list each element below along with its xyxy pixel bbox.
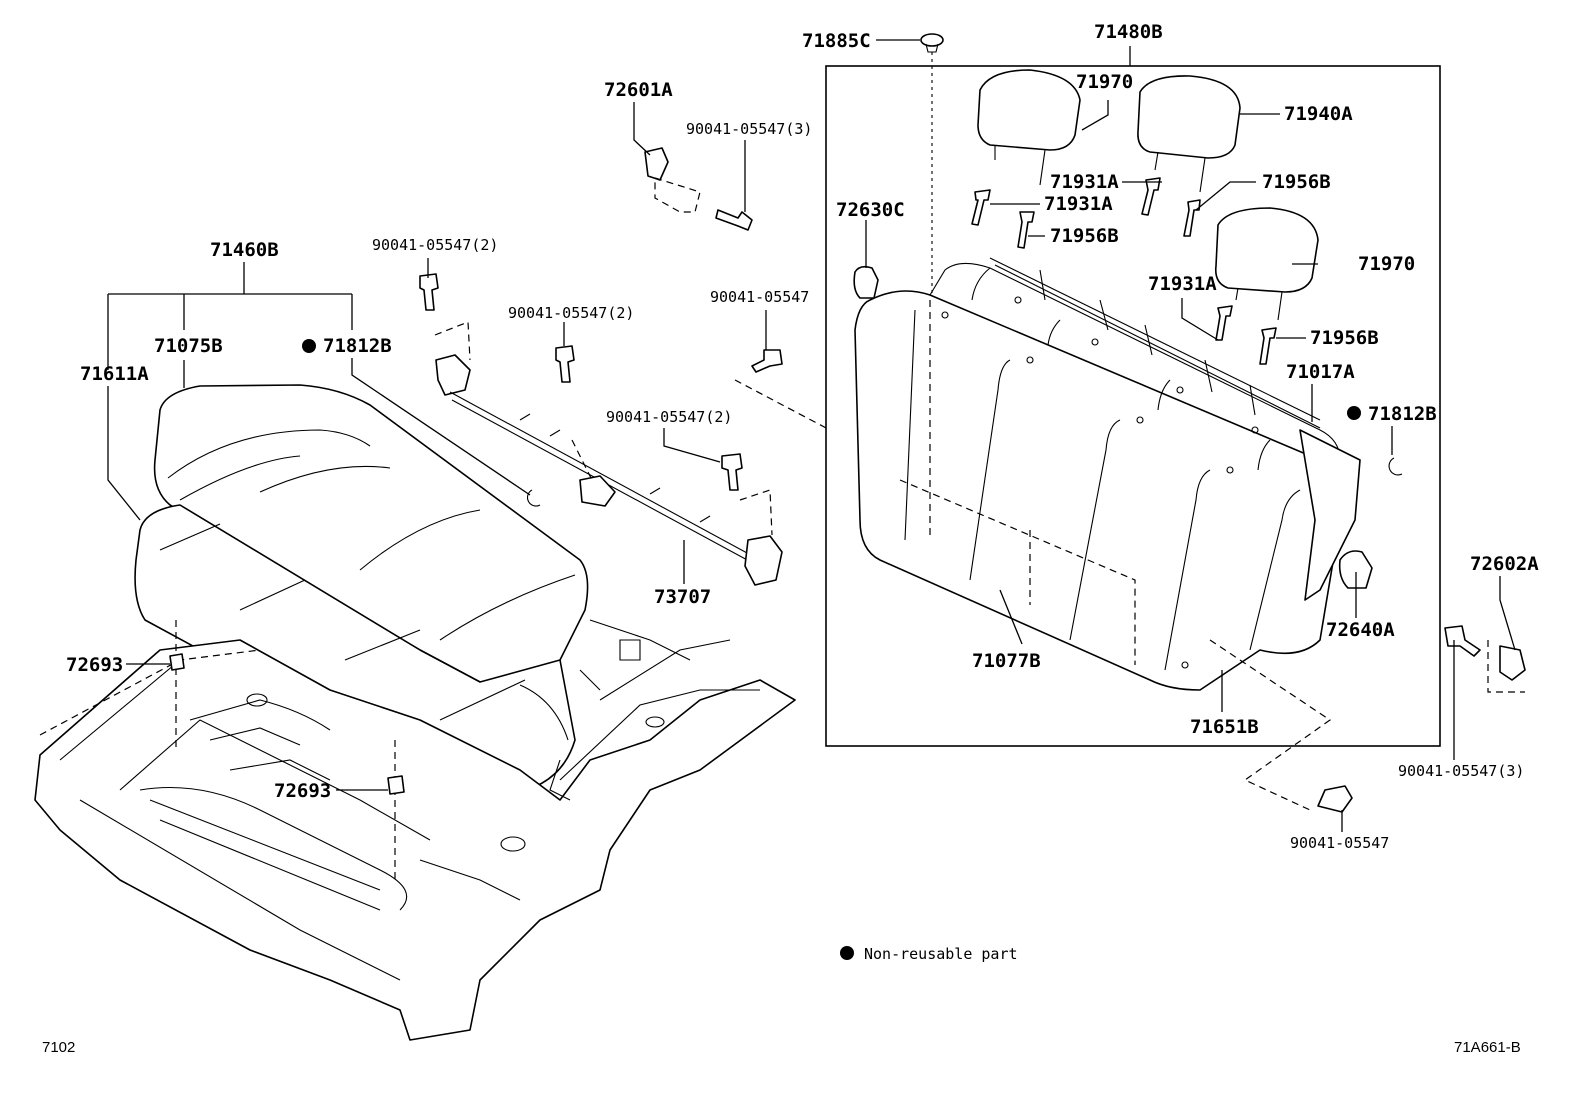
label-71075B: 71075B [154, 335, 223, 357]
guide-71956B-b [1183, 199, 1201, 237]
seat-back-assembly-frame [825, 65, 1441, 747]
cap-71885C [920, 33, 944, 53]
label-73707: 73707 [654, 586, 711, 608]
seat-cushion-71460B [134, 384, 589, 796]
headrest-71940A [1137, 75, 1241, 193]
support-71931A-a [971, 189, 991, 226]
bolt-90041-05547-single-a [751, 349, 783, 373]
label-71931A-c: 71931A [1148, 273, 1217, 295]
label-72693-b: 72693 [274, 780, 331, 802]
label-71611A: 71611A [80, 363, 149, 385]
bolt-90041-05547-2-b [555, 345, 575, 383]
label-90041-05547-2-c: 90041-05547(2) [606, 408, 732, 426]
guide-71956B-c [1259, 327, 1277, 365]
label-71956B-c: 71956B [1310, 327, 1379, 349]
label-71651B: 71651B [1190, 716, 1259, 738]
headrest-71970-right [1214, 207, 1319, 321]
label-71931A-a: 71931A [1050, 171, 1119, 193]
cover-72630C [853, 265, 879, 299]
footer-left-code: 7102 [42, 1039, 75, 1056]
label-72640A: 72640A [1326, 619, 1395, 641]
label-71956B-a: 71956B [1262, 171, 1331, 193]
label-71480B: 71480B [1094, 21, 1163, 43]
legend-text: Non-reusable part [864, 945, 1018, 963]
ring-71812B-a [526, 489, 541, 507]
label-90041-05547-3-top: 90041-05547(3) [686, 120, 812, 138]
bolt-90041-05547-2-c [721, 453, 743, 491]
label-72693-a: 72693 [66, 654, 123, 676]
non-reusable-dot-b [1347, 406, 1361, 420]
label-90041-05547-2-b: 90041-05547(2) [508, 304, 634, 322]
bolt-90041-c [1444, 625, 1481, 657]
non-reusable-dot-a [302, 339, 316, 353]
support-71931A-b [1141, 177, 1161, 216]
label-71931A-b: 71931A [1044, 193, 1113, 215]
label-71885C: 71885C [802, 30, 871, 52]
bolt-90041-05547-2-a [419, 273, 439, 311]
label-90041-05547-b: 90041-05547 [1290, 834, 1389, 852]
rail-73707 [435, 354, 783, 586]
bolt-90041-a [715, 209, 753, 231]
ring-71812B-b [1388, 457, 1403, 476]
hinge-72602A [1487, 640, 1526, 693]
label-71970-right: 71970 [1358, 253, 1415, 275]
label-72602A: 72602A [1470, 553, 1539, 575]
label-72601A: 72601A [604, 79, 673, 101]
label-71017A: 71017A [1286, 361, 1355, 383]
cover-72640A [1338, 550, 1373, 589]
label-71956B-b: 71956B [1050, 225, 1119, 247]
clip-72693-a [169, 653, 185, 671]
label-90041-05547-a: 90041-05547 [710, 288, 809, 306]
label-72630C: 72630C [836, 199, 905, 221]
label-71970-top: 71970 [1076, 71, 1133, 93]
hinge-72601A [644, 147, 701, 213]
legend-dot [840, 946, 854, 960]
label-71812B-b: 71812B [1368, 403, 1437, 425]
support-71931A-c [1215, 305, 1233, 341]
headrest-71970-left [977, 69, 1081, 186]
label-71940A: 71940A [1284, 103, 1353, 125]
label-71812B-a: 71812B [323, 335, 392, 357]
label-71077B: 71077B [972, 650, 1041, 672]
floor-pan [34, 619, 796, 1041]
label-71460B: 71460B [210, 239, 279, 261]
label-90041-05547-2-a: 90041-05547(2) [372, 236, 498, 254]
clip-72693-b [387, 775, 405, 795]
footer-right-code: 71A661-B [1454, 1039, 1521, 1056]
bolt-90041-d [1317, 785, 1353, 813]
seat-back-71480B [854, 257, 1361, 691]
label-90041-05547-3-right: 90041-05547(3) [1398, 762, 1524, 780]
guide-71956B-a [1017, 211, 1035, 249]
